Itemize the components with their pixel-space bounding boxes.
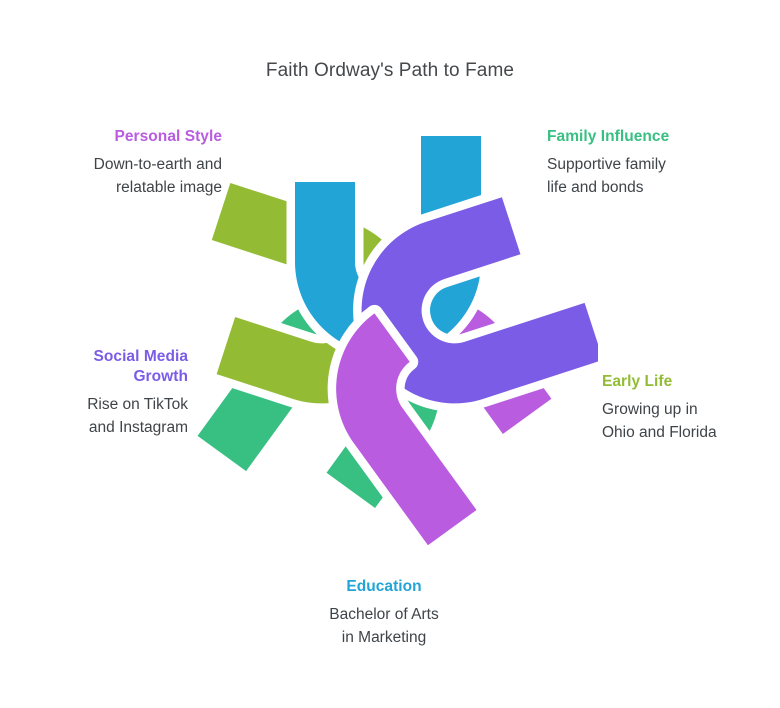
- knot-weave-closure: [327, 304, 486, 546]
- node-heading-social-media-growth: Social Media Growth: [93, 348, 188, 385]
- node-heading-family-influence: Family Influence: [547, 128, 670, 145]
- node-label-social-media-growth: Social Media Growth Rise on TikTok and I…: [10, 347, 188, 439]
- node-description-early-life: Growing up in Ohio and Florida: [602, 401, 717, 441]
- node-label-personal-style: Personal Style Down-to-earth and relatab…: [18, 127, 222, 199]
- node-description-education: Bachelor of Arts in Marketing: [329, 606, 439, 646]
- node-heading-education: Education: [346, 578, 422, 595]
- node-label-early-life: Early Life Growing up in Ohio and Florid…: [602, 372, 772, 444]
- node-label-family-influence: Family Influence Supportive family life …: [547, 127, 762, 199]
- node-description-social-media-growth: Rise on TikTok and Instagram: [87, 396, 188, 436]
- node-heading-early-life: Early Life: [602, 373, 673, 390]
- node-label-education: Education Bachelor of Arts in Marketing: [281, 577, 487, 649]
- node-description-personal-style: Down-to-earth and relatable image: [93, 156, 222, 196]
- node-heading-personal-style: Personal Style: [114, 128, 222, 145]
- interlocking-knot-diagram: [178, 132, 598, 546]
- node-description-family-influence: Supportive family life and bonds: [547, 156, 666, 196]
- page-title: Faith Ordway's Path to Fame: [265, 59, 515, 81]
